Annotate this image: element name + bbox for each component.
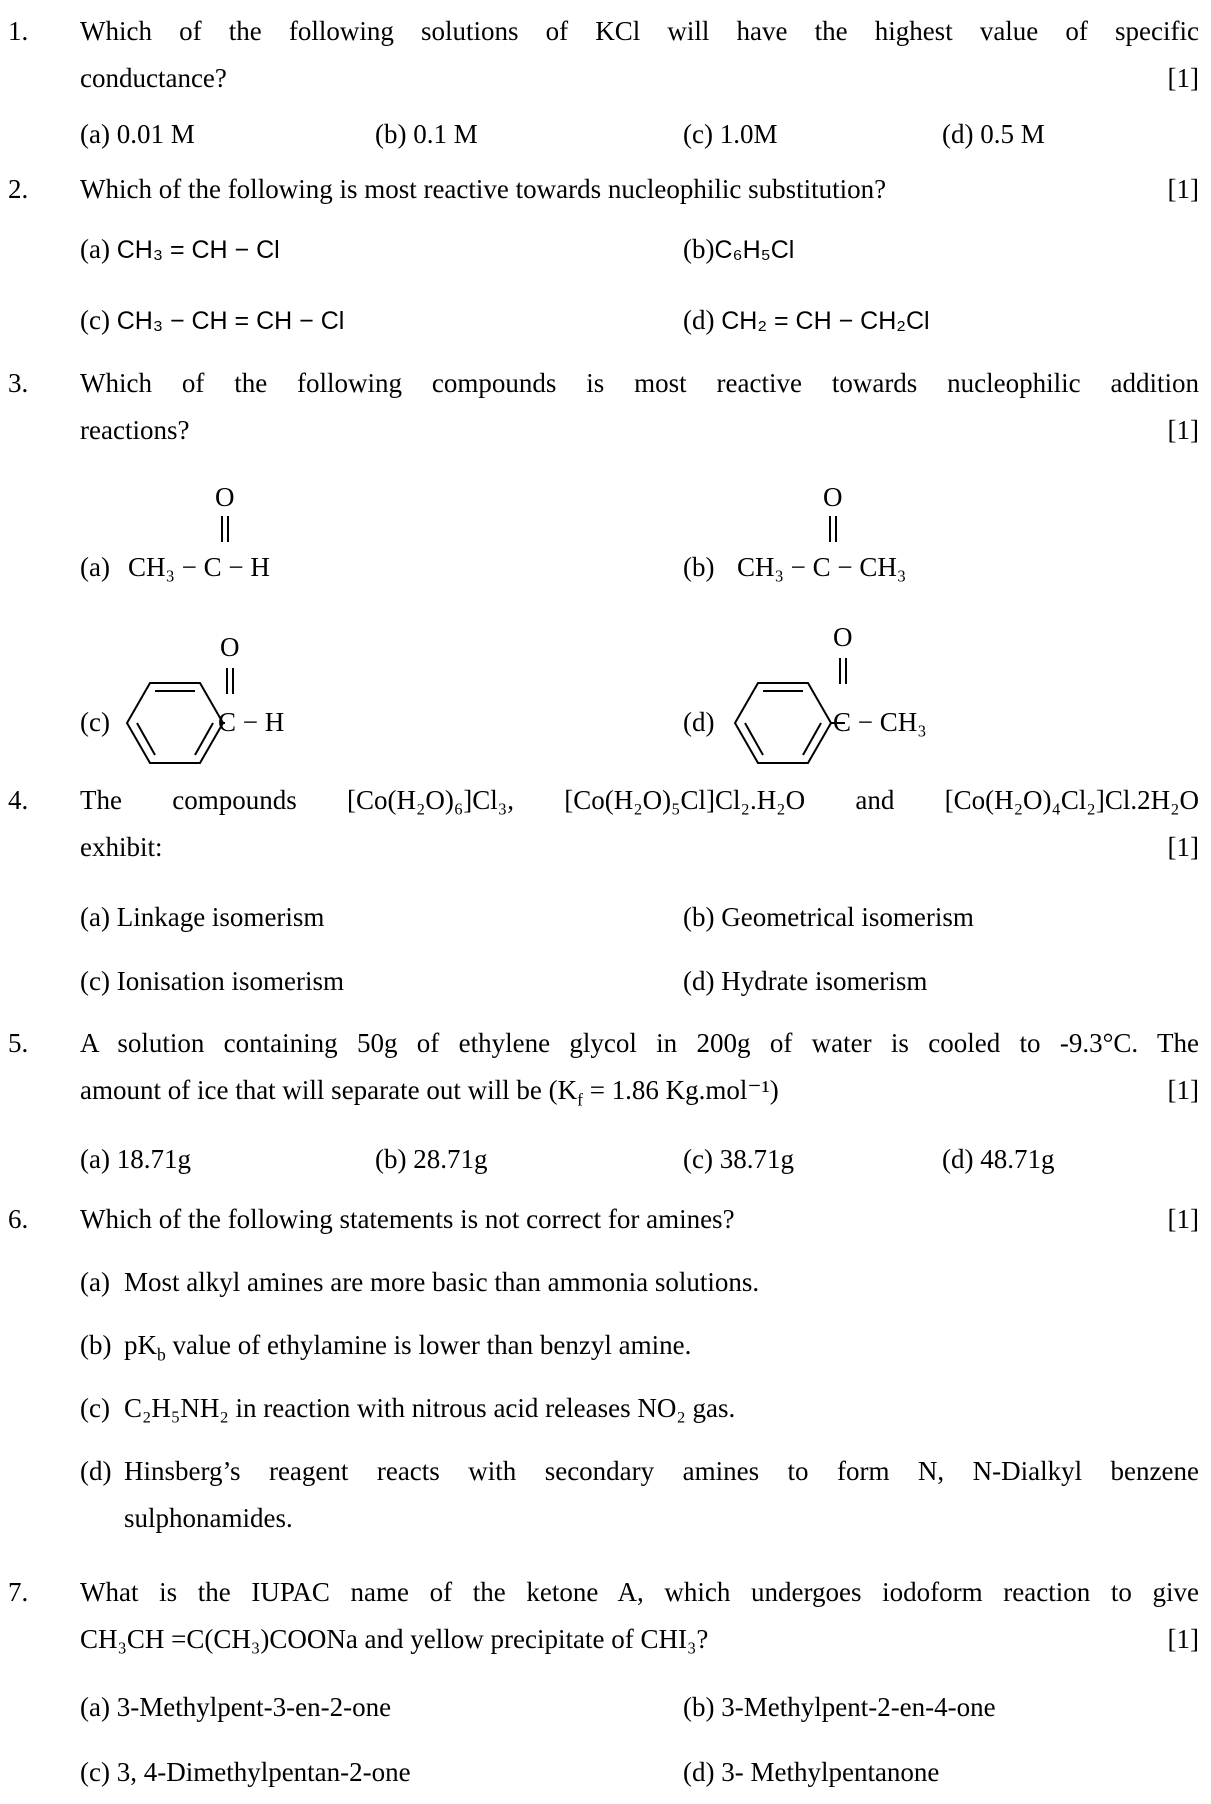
question-stem-line-1: Which of the following solutions of KCl … [80,16,1199,46]
question-stem-line-2: CH₃CH =C(CH₃)COONa and yellow precipitat… [80,1624,709,1655]
option-text: pKb value of ethylamine is lower than be… [124,1330,692,1365]
option-label: (c) [80,707,110,737]
option-b: (b) 28.71g [375,1144,488,1174]
option-c: (c) 38.71g [683,1144,794,1174]
question-stem-line-1: Which of the following compounds is most… [80,368,1199,398]
question-stem-line-2: conductance? [80,63,227,94]
option-text-line-1: Hinsberg’s reagent reacts with secondary… [124,1456,1199,1486]
question-stem-line-2: reactions? [80,415,190,446]
option-label: (d) [80,1456,112,1486]
carbonyl-oxygen: O [220,632,240,662]
double-bond [839,658,847,684]
option-c: (c) Ionisation isomerism [80,966,344,996]
question-stem-line-1: A solution containing 50g of ethylene gl… [80,1028,1199,1058]
double-bond [226,668,234,694]
option-c: (c) 1.0M [683,119,778,149]
option-label: (d) [683,305,715,335]
carbonyl-oxygen: O [215,482,235,512]
marks-label: [1] [1167,1204,1199,1234]
question-number: 5. [8,1028,29,1058]
option-b: (b)C₆H₅Cl [683,232,794,267]
option-text: C₂H₅NH₂ in reaction with nitrous acid re… [124,1393,736,1423]
option-formula: CH₃ = CH − Cl [116,236,280,264]
option-c: (c) 3, 4-Dimethylpentan-2-one [80,1757,411,1787]
question-stem: Which of the following statements is not… [80,1204,735,1234]
question-number: 7. [8,1577,29,1607]
option-a: (a) CH₃ = CH − Cl [80,232,280,267]
carbonyl-oxygen: O [833,622,853,652]
option-formula: C₆H₅Cl [714,236,795,264]
option-label: (b) [683,552,715,582]
option-d: (d) 3- Methylpentanone [683,1757,940,1787]
option-formula: C − CH₃ [833,707,927,737]
option-formula: CH₂ = CH − CH₂Cl [721,307,930,335]
option-formula: CH₃ − CH = CH − Cl [116,307,345,335]
marks-label: [1] [1167,415,1199,446]
option-a: (a) 0.01 M [80,119,195,149]
benzene-ring-icon [733,682,845,764]
option-a: (a) 3-Methylpent-3-en-2-one [80,1692,392,1722]
carbonyl-oxygen: O [823,482,843,512]
option-text-line-2: sulphonamides. [124,1503,293,1534]
question-stem: Which of the following is most reactive … [80,174,887,204]
option-label: (a) [80,552,110,582]
option-b: (b) 3-Methylpent-2-en-4-one [683,1692,996,1722]
option-label: (c) [80,305,110,335]
marks-label: [1] [1167,1075,1199,1106]
question-number: 6. [8,1204,29,1234]
question-number: 4. [8,785,29,815]
option-a: (a) Linkage isomerism [80,902,325,932]
double-bond [829,516,837,542]
option-d: (d) CH₂ = CH − CH₂Cl [683,303,930,338]
question-number: 2. [8,174,29,204]
option-d: (d) 0.5 M [942,119,1045,149]
option-d: (d) Hydrate isomerism [683,966,928,996]
question-stem-line-2: exhibit: [80,832,163,863]
option-c: (c) O C − H [80,630,400,764]
question-stem-line-2: amount of ice that will separate out wil… [80,1075,779,1110]
option-b: O (b) CH₃ − C − CH₃ [683,480,1003,590]
option-d: (d) O C − CH₃ [683,620,1023,764]
option-d: (d) 48.71g [942,1144,1055,1174]
question-stem-line-1: What is the IUPAC name of the ketone A, … [80,1577,1199,1607]
double-bond [221,516,229,542]
option-label: (a) [80,1267,110,1297]
question-stem: Which of the following solutions of KCl … [80,14,1199,96]
option-a: O (a) CH₃ − C − H [80,480,380,590]
benzene-ring-icon [125,682,225,764]
option-text: Most alkyl amines are more basic than am… [124,1267,760,1297]
marks-label: [1] [1167,832,1199,863]
option-label: (a) [80,234,110,264]
option-formula: C − H [218,707,285,737]
question-number: 3. [8,368,29,398]
marks-label: [1] [1167,63,1199,94]
marks-label: [1] [1167,1624,1199,1655]
marks-label: [1] [1167,174,1199,204]
option-label: (d) [683,707,715,737]
option-formula: CH₃ − C − CH₃ [737,552,907,582]
option-c: (c) CH₃ − CH = CH − Cl [80,303,344,338]
option-label: (b) [80,1330,112,1360]
question-number: 1. [8,16,29,46]
option-a: (a) 18.71g [80,1144,191,1174]
option-b: (b) 0.1 M [375,119,478,149]
option-label: (b) [683,234,715,264]
option-b: (b) Geometrical isomerism [683,902,974,932]
option-formula: CH₃ − C − H [128,552,270,582]
option-label: (c) [80,1393,110,1423]
question-stem-line-1: The compounds [Co(H₂O)₆]Cl₃, [Co(H₂O)₅Cl… [80,785,1199,815]
